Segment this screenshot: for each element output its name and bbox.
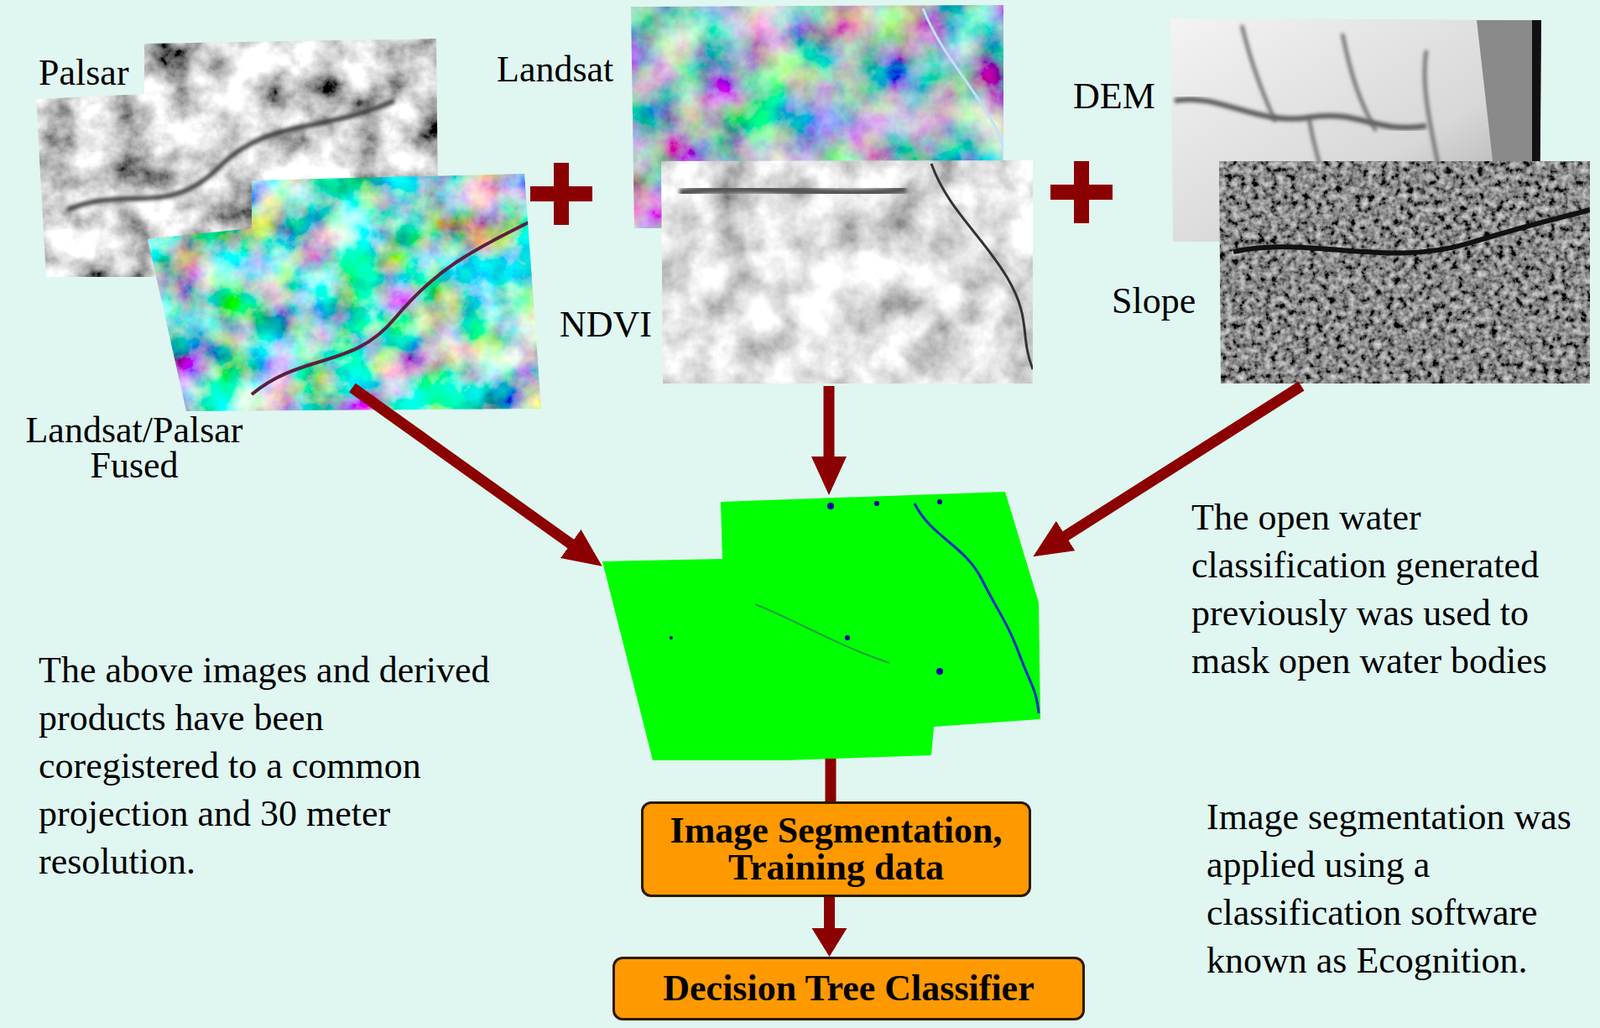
ndvi-river bbox=[931, 163, 1033, 370]
input-arrow bbox=[352, 387, 579, 550]
box-text: Decision Tree Classifier bbox=[621, 966, 1076, 1011]
image-label: DEM bbox=[1073, 75, 1156, 117]
mosaic-area bbox=[602, 491, 1041, 761]
plus-bar bbox=[1073, 161, 1090, 224]
note-text: The open water classification generated … bbox=[1191, 493, 1595, 685]
note-text: Image segmentation was applied using a c… bbox=[1206, 796, 1572, 981]
note-text: The above images and derived products ha… bbox=[38, 649, 490, 882]
image-label: Palsar bbox=[38, 48, 207, 97]
arrow-shaft bbox=[823, 896, 835, 932]
water-dot bbox=[669, 635, 673, 640]
note-text: The above images and derived products ha… bbox=[38, 646, 509, 886]
water-dot bbox=[937, 499, 943, 505]
image-label: NDVI bbox=[559, 300, 678, 349]
ndvi-dark-band bbox=[679, 188, 907, 193]
note-text: Image segmentation was applied using a c… bbox=[1206, 792, 1581, 985]
image-label: DEM bbox=[1073, 72, 1174, 120]
image-label: Slope bbox=[1111, 280, 1196, 322]
slope-texture bbox=[1216, 157, 1595, 389]
flow-arrow bbox=[812, 896, 848, 957]
water-dot bbox=[844, 635, 850, 641]
input-arrows bbox=[352, 385, 1302, 804]
ndvi-texture bbox=[658, 157, 1037, 389]
slope-image bbox=[1216, 157, 1595, 389]
fused-image bbox=[142, 167, 546, 416]
mosaic-river bbox=[914, 503, 1039, 714]
input-arrow bbox=[823, 385, 835, 467]
water-dot bbox=[874, 500, 880, 506]
image-label: Palsar bbox=[38, 52, 130, 94]
plus-sign bbox=[530, 162, 593, 225]
plus-sign bbox=[1050, 161, 1113, 224]
mosaic-stream bbox=[755, 604, 890, 663]
image-label: Slope bbox=[1111, 276, 1221, 325]
dem-valley bbox=[1174, 99, 1427, 128]
fused-river bbox=[251, 218, 537, 395]
process-box: Decision Tree Classifier bbox=[612, 956, 1085, 1021]
water-dot bbox=[936, 667, 944, 675]
ndvi-image bbox=[658, 157, 1037, 389]
fused-texture bbox=[142, 167, 546, 416]
plus-bar bbox=[553, 162, 569, 225]
classified-mosaic bbox=[602, 491, 1041, 761]
process-box: Image Segmentation, Training data bbox=[641, 801, 1032, 897]
mosaic-link bbox=[825, 758, 837, 804]
note-text: The open water classification generated … bbox=[1191, 496, 1548, 682]
image-label: NDVI bbox=[559, 303, 652, 345]
slope-valley bbox=[1233, 209, 1590, 254]
image-label: Landsat bbox=[496, 48, 614, 90]
image-label: Landsat/Palsar Fused bbox=[4, 412, 265, 484]
water-bodies bbox=[669, 499, 944, 675]
image-label: Landsat/Palsar Fused bbox=[25, 409, 243, 486]
box-text: Image Segmentation, Training data bbox=[650, 812, 1022, 886]
water-dot bbox=[827, 502, 834, 510]
image-label: Landsat bbox=[496, 45, 640, 94]
arrow-head bbox=[812, 927, 848, 957]
